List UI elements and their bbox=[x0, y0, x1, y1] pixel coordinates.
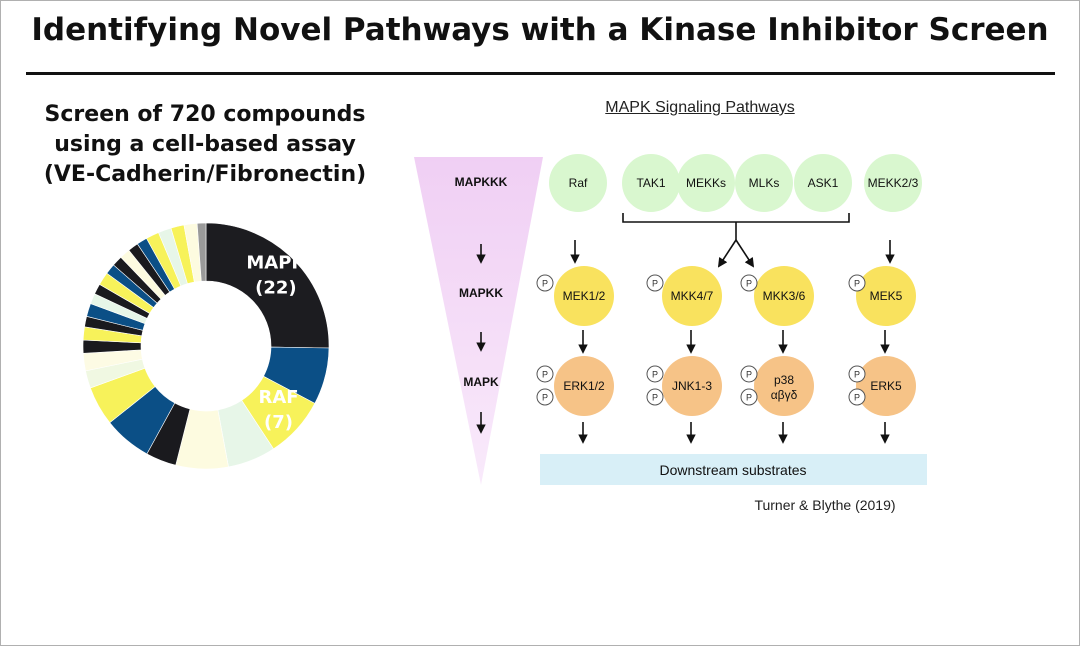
tier-label-mapkkk: MAPKKK bbox=[455, 175, 508, 189]
phospho-label: P bbox=[652, 393, 658, 403]
screen-description-line-1: Screen of 720 compounds bbox=[44, 102, 366, 127]
phospho-marker: P bbox=[646, 365, 664, 383]
mapkk-node-label: MKK4/7 bbox=[671, 289, 714, 303]
phospho-marker: P bbox=[536, 365, 554, 383]
mapk-node: JNK1-3 bbox=[662, 356, 722, 416]
downstream-substrates-bar: Downstream substrates bbox=[540, 454, 927, 485]
phospho-label: P bbox=[542, 393, 548, 403]
donut-slice bbox=[205, 222, 330, 349]
phospho-marker: P bbox=[740, 274, 758, 292]
mapk-node-label: p38 bbox=[774, 373, 794, 387]
donut-slice bbox=[196, 222, 207, 282]
tier-label-mapkk: MAPKK bbox=[459, 286, 503, 300]
screen-description-line-2: using a cell-based assay bbox=[54, 132, 356, 157]
tier-label-mapk: MAPK bbox=[463, 375, 499, 389]
mapk-node-label: JNK1-3 bbox=[672, 379, 712, 393]
mapkk-node: MEK5 bbox=[856, 266, 916, 326]
phospho-marker: P bbox=[646, 388, 664, 406]
citation: Turner & Blythe (2019) bbox=[754, 497, 896, 513]
mapkkk-node: ASK1 bbox=[794, 154, 852, 212]
mapkk-node-label: MKK3/6 bbox=[763, 289, 806, 303]
mapk-node: ERK5 bbox=[856, 356, 916, 416]
mapkkk-node: MLKs bbox=[735, 154, 793, 212]
phospho-label: P bbox=[542, 370, 548, 380]
phospho-label: P bbox=[746, 393, 752, 403]
phospho-label: P bbox=[854, 279, 860, 289]
donut-slice-label: (7) bbox=[264, 412, 293, 433]
bracket bbox=[622, 213, 850, 223]
mapkk-node: MKK4/7 bbox=[662, 266, 722, 326]
phospho-marker: P bbox=[848, 388, 866, 406]
phospho-label: P bbox=[854, 393, 860, 403]
phospho-label: P bbox=[746, 279, 752, 289]
gradient-triangle bbox=[414, 157, 543, 485]
mapkkk-node-label: MEKK2/3 bbox=[868, 176, 919, 190]
mapkkk-node: MEKK2/3 bbox=[864, 154, 922, 212]
phospho-marker: P bbox=[740, 365, 758, 383]
mapk-node-label: ERK5 bbox=[870, 379, 902, 393]
mapk-node-label: ERK1/2 bbox=[563, 379, 605, 393]
slide-title: Identifying Novel Pathways with a Kinase… bbox=[31, 12, 1049, 48]
phospho-label: P bbox=[542, 279, 548, 289]
phospho-marker: P bbox=[536, 274, 554, 292]
phospho-marker: P bbox=[848, 274, 866, 292]
mapkkk-node-label: TAK1 bbox=[636, 176, 665, 190]
branch-arrow bbox=[717, 239, 737, 268]
phospho-marker: P bbox=[536, 388, 554, 406]
phospho-marker: P bbox=[646, 274, 664, 292]
screen-description: Screen of 720 compounds using a cell-bas… bbox=[40, 100, 370, 190]
title-divider bbox=[26, 72, 1055, 75]
mapk-node-sublabel: αβγδ bbox=[771, 388, 798, 402]
branch-arrow bbox=[735, 239, 755, 268]
phospho-label: P bbox=[652, 279, 658, 289]
diagram-title: MAPK Signaling Pathways bbox=[605, 99, 795, 116]
mapkk-node-label: MEK1/2 bbox=[563, 289, 606, 303]
phospho-label: P bbox=[746, 370, 752, 380]
mapkk-node: MEK1/2 bbox=[554, 266, 614, 326]
phospho-marker: P bbox=[740, 388, 758, 406]
mapkkk-node-label: MEKKs bbox=[686, 176, 726, 190]
donut-slice-label: RAF bbox=[258, 387, 298, 408]
mapkkk-node: MEKKs bbox=[677, 154, 735, 212]
screen-description-line-3: (VE-Cadherin/Fibronectin) bbox=[43, 162, 367, 187]
mapkk-node: MKK3/6 bbox=[754, 266, 814, 326]
mapkkk-node-label: MLKs bbox=[749, 176, 780, 190]
phospho-marker: P bbox=[848, 365, 866, 383]
mapkkk-node-label: Raf bbox=[569, 176, 588, 190]
phospho-label: P bbox=[854, 370, 860, 380]
phospho-label: P bbox=[652, 370, 658, 380]
mapkk-node-label: MEK5 bbox=[870, 289, 903, 303]
mapk-node: ERK1/2 bbox=[554, 356, 614, 416]
mapkkk-node-label: ASK1 bbox=[808, 176, 839, 190]
downstream-substrates-label: Downstream substrates bbox=[659, 462, 806, 478]
donut-slice-label: (22) bbox=[255, 277, 297, 298]
donut-slice-label: MAPK bbox=[246, 252, 306, 273]
mapkkk-node: Raf bbox=[549, 154, 607, 212]
mapkkk-node: TAK1 bbox=[622, 154, 680, 212]
